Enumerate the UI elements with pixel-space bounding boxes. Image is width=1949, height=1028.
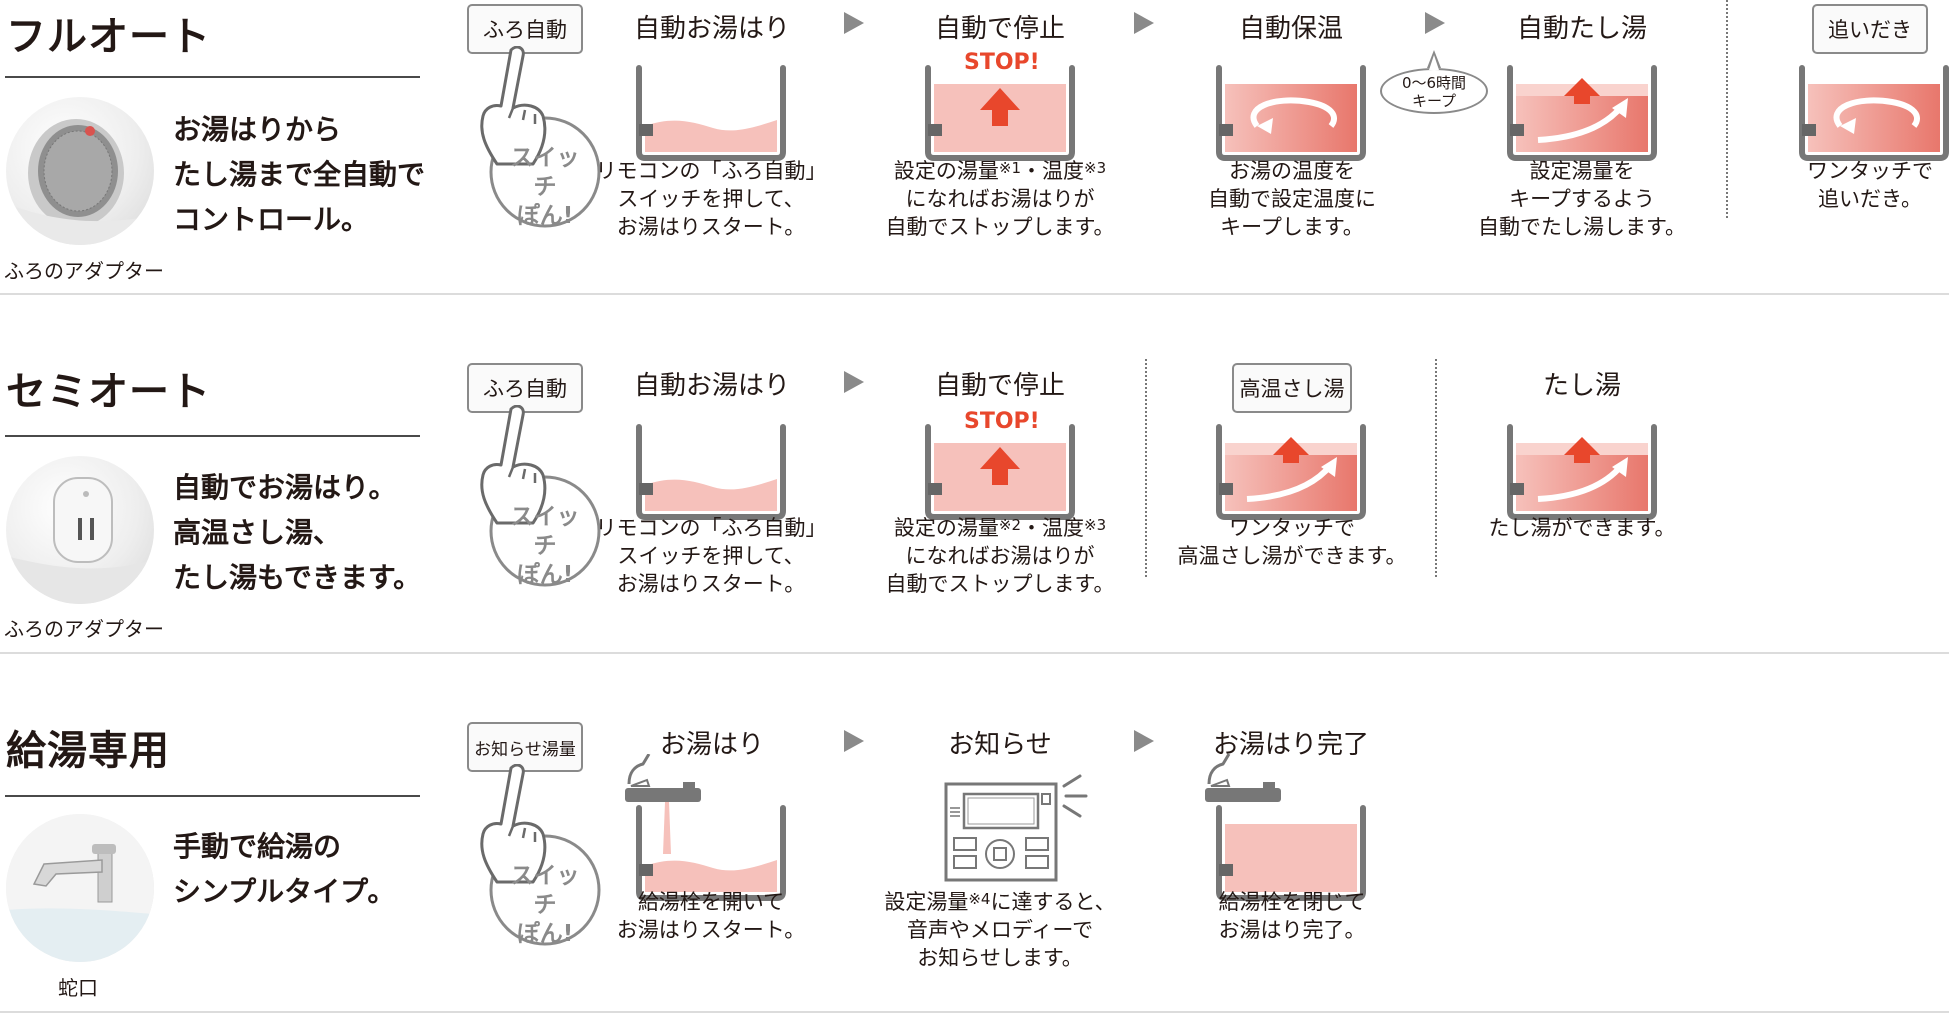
step-description: たし湯ができます。 <box>1488 516 1676 540</box>
switch-press-illustration: スイッチぽん! <box>463 46 617 246</box>
tub-hot-add-icon <box>1213 423 1369 523</box>
section-separator <box>0 1011 1949 1013</box>
step-description: 設定湯量※4に達すると、 音声やメロディーでお知らせします。 <box>884 890 1116 970</box>
furo-auto-button[interactable]: ふろ自動 <box>467 4 583 54</box>
up-arrow-icon <box>1273 437 1309 463</box>
tub-add-water-icon <box>1504 64 1660 164</box>
up-arrow-icon <box>1564 78 1600 104</box>
tub-reheat-icon <box>1796 64 1949 164</box>
description-line: シンプルタイプ。 <box>173 875 396 908</box>
stop-badge: STOP! <box>964 409 1040 434</box>
step-description: リモコンの「ふろ自動」スイッチを押して、お湯はりスタート。 <box>595 516 827 596</box>
bath-adapter-icon <box>6 97 154 245</box>
tub-stop-icon <box>922 423 1078 523</box>
divider-dotted <box>1726 0 1728 218</box>
arrow-right-icon <box>844 12 864 34</box>
step-title: 自動お湯はり <box>633 371 790 401</box>
description-line: 手動で給湯の <box>173 830 342 863</box>
description-line: コントロール。 <box>173 203 370 236</box>
arrow-right-icon <box>1134 12 1154 34</box>
step-title: お知らせ <box>948 730 1052 760</box>
keep-duration-bubble: 0〜6時間キープ <box>1380 68 1488 114</box>
step-title: 自動で停止 <box>934 14 1065 44</box>
section-hot-water-only: 給湯専用 蛇口 手動で給湯の シンプルタイプ。 お知らせ湯量 スイッチぽん! お… <box>0 718 1949 1028</box>
description-line: たし湯まで全自動で <box>173 158 426 191</box>
step-title: 自動で停止 <box>934 371 1065 401</box>
step-description: 設定の湯量※2・温度※3 になればお湯はりが自動でストップします。 <box>885 516 1115 596</box>
switch-text: スイッチぽん! <box>510 145 580 229</box>
up-arrow-icon <box>980 88 1020 126</box>
product-caption: ふろのアダプター <box>4 259 164 283</box>
tub-filling-icon <box>633 423 789 523</box>
section-semi-auto: セミオート ふろのアダプター 自動でお湯はり。 高温さし湯、 たし湯もできます。… <box>0 359 1949 669</box>
up-arrow-icon <box>1564 437 1600 463</box>
tub-manual-fill-icon <box>625 754 789 904</box>
description-line: 高温さし湯、 <box>173 516 342 549</box>
high-temp-add-button[interactable]: 高温さし湯 <box>1232 363 1352 413</box>
up-arrow-icon <box>980 447 1020 485</box>
description-line: たし湯もできます。 <box>173 561 422 594</box>
bath-adapter-icon <box>6 456 154 604</box>
step-title: 自動保温 <box>1238 14 1343 44</box>
step-title: 自動お湯はり <box>633 14 790 44</box>
section-title: 給湯専用 <box>6 728 170 774</box>
arrow-right-icon <box>1134 730 1154 752</box>
notify-volume-button[interactable]: お知らせ湯量 <box>467 722 583 772</box>
section-description: 手動で給湯の シンプルタイプ。 <box>173 824 395 914</box>
product-caption: 蛇口 <box>58 976 98 1000</box>
switch-text: スイッチぽん! <box>510 504 580 588</box>
section-description: お湯はりから たし湯まで全自動で コントロール。 <box>173 107 425 242</box>
step-title: たし湯 <box>1542 371 1621 401</box>
product-caption: ふろのアダプター <box>4 617 164 641</box>
section-separator <box>0 293 1949 295</box>
divider-dotted <box>1145 359 1147 577</box>
remote-controller-icon <box>944 774 1088 882</box>
stop-badge: STOP! <box>964 50 1040 75</box>
title-underline <box>5 76 420 78</box>
step-description: 設定の湯量※1・温度※3 になればお湯はりが自動でストップします。 <box>885 159 1115 239</box>
furo-auto-button[interactable]: ふろ自動 <box>467 363 583 413</box>
tub-add-water-icon <box>1504 423 1660 523</box>
section-title: フルオート <box>6 14 211 60</box>
divider-dotted <box>1435 359 1437 577</box>
step-title: お湯はり完了 <box>1212 730 1369 760</box>
section-title: セミオート <box>6 369 211 415</box>
faucet-icon <box>6 814 154 962</box>
oidaki-button[interactable]: 追いだき <box>1812 4 1928 54</box>
description-line: 自動でお湯はり。 <box>173 471 397 504</box>
step-description: 給湯栓を開いてお湯はりスタート。 <box>616 890 806 942</box>
switch-press-illustration: スイッチぽん! <box>463 405 617 605</box>
section-full-auto: フルオート ふろのアダプター お湯はりから たし湯まで全自動で コントロール。 … <box>0 0 1949 310</box>
description-line: お湯はりから <box>173 113 342 146</box>
tub-stop-icon <box>922 64 1078 164</box>
arrow-right-icon <box>1425 12 1445 34</box>
tub-full-icon <box>1205 754 1369 904</box>
switch-text: スイッチぽん! <box>510 863 580 947</box>
tub-filling-icon <box>633 64 789 164</box>
arrow-right-icon <box>844 371 864 393</box>
tub-keep-warm-icon <box>1213 64 1369 164</box>
step-title: お湯はり <box>659 730 764 760</box>
step-description: 給湯栓を閉じてお湯はり完了。 <box>1218 890 1366 942</box>
section-separator <box>0 652 1949 654</box>
step-description: お湯の温度を自動で設定温度にキープします。 <box>1208 159 1376 239</box>
section-description: 自動でお湯はり。 高温さし湯、 たし湯もできます。 <box>173 465 421 600</box>
title-underline <box>5 795 420 797</box>
step-description: ワンタッチで高温さし湯ができます。 <box>1177 516 1407 568</box>
step-title: 自動たし湯 <box>1516 14 1647 44</box>
title-underline <box>5 435 420 437</box>
step-description: ワンタッチで追いだき。 <box>1807 159 1933 211</box>
arrow-right-icon <box>844 730 864 752</box>
step-description: 設定湯量をキープするよう自動でたし湯します。 <box>1478 159 1686 239</box>
step-description: リモコンの「ふろ自動」スイッチを押して、お湯はりスタート。 <box>595 159 827 239</box>
switch-press-illustration: スイッチぽん! <box>463 764 617 964</box>
